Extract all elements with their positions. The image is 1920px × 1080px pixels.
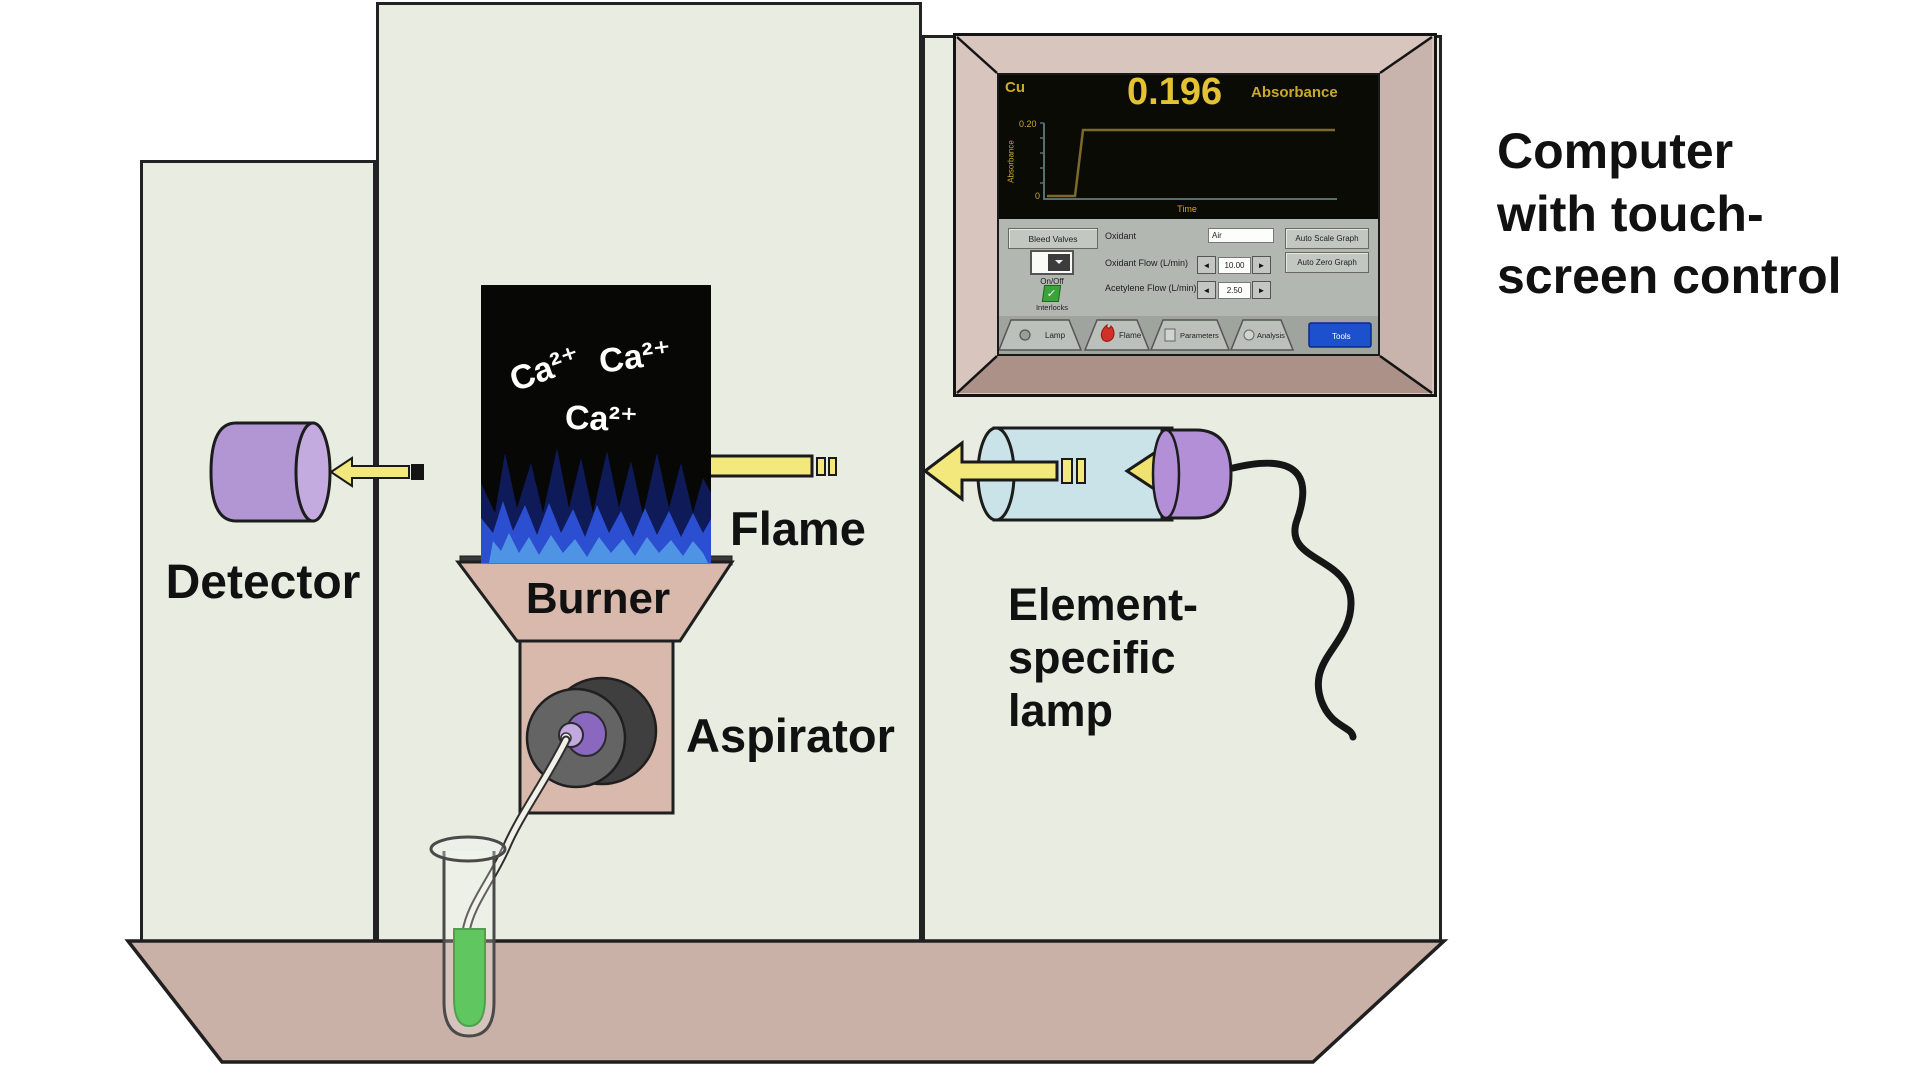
beam-dash-1 bbox=[816, 457, 826, 476]
graph-trace bbox=[1047, 128, 1335, 198]
bleed-valves-button[interactable]: Bleed Valves bbox=[1008, 228, 1098, 249]
flame-tab-icon bbox=[1100, 323, 1115, 342]
tools-button-label: Tools bbox=[1332, 332, 1351, 341]
tab-lamp-label: Lamp bbox=[1045, 331, 1066, 340]
tools-button[interactable] bbox=[1308, 322, 1372, 348]
flame-inner bbox=[489, 533, 708, 563]
oxidant-input[interactable]: Air bbox=[1208, 228, 1274, 243]
oxidant-flow-value[interactable]: 10.00 bbox=[1218, 257, 1251, 274]
sample-liquid bbox=[453, 928, 486, 1028]
calcium-ion-label: Ca²⁺ bbox=[596, 333, 675, 381]
beam-dash-4 bbox=[1076, 458, 1086, 484]
acetylene-flow-decrement[interactable]: ◄ bbox=[1197, 281, 1216, 299]
absorbance-display: Cu 0.196 Absorbance 0.20 0 Absorbance Ti… bbox=[999, 71, 1378, 219]
computer-label: Computer with touch- screen control bbox=[1497, 123, 1842, 304]
aspirator-label: Aspirator bbox=[686, 709, 895, 762]
acetylene-flow-increment[interactable]: ► bbox=[1252, 281, 1271, 299]
lamp-cap bbox=[1160, 428, 1233, 520]
tab-analysis-label: Analysis bbox=[1257, 331, 1285, 340]
tab-lamp[interactable] bbox=[997, 319, 1083, 351]
analysis-tab-icon bbox=[1243, 329, 1255, 341]
screen-tab-bar: Lamp Flame Parameters Analysis Tools bbox=[997, 316, 1378, 354]
flame-label: Flame bbox=[730, 502, 866, 555]
flame-chamber: Ca²⁺ Ca²⁺ Ca²⁺ bbox=[481, 285, 711, 563]
beam-dash-3 bbox=[1061, 458, 1073, 484]
flame-control-panel: Bleed Valves On/Off ✓ Interlocks Oxidant… bbox=[999, 219, 1378, 316]
graph-ticks bbox=[1040, 122, 1044, 184]
oxidant-label: Oxidant bbox=[1105, 231, 1137, 241]
bezel-corner-lines bbox=[956, 36, 1433, 394]
graph-axes bbox=[1043, 123, 1337, 200]
interlocks-label: Interlocks bbox=[1035, 303, 1069, 312]
auto-zero-graph-button[interactable]: Auto Zero Graph bbox=[1285, 252, 1369, 273]
beam-arrow-lamp bbox=[922, 439, 1059, 503]
y-axis-title: Absorbance bbox=[1006, 140, 1016, 183]
oxidant-flow-decrement[interactable]: ◄ bbox=[1197, 256, 1216, 274]
flame-graphic bbox=[481, 448, 711, 563]
onoff-label: On/Off bbox=[1040, 277, 1064, 286]
touch-screen[interactable]: Cu 0.196 Absorbance 0.20 0 Absorbance Ti… bbox=[997, 71, 1380, 356]
oxidant-flow-label: Oxidant Flow (L/min) bbox=[1105, 258, 1189, 268]
detector-cabinet-panel bbox=[140, 160, 376, 943]
bezel-right-shade bbox=[1380, 37, 1432, 393]
auto-scale-graph-button[interactable]: Auto Scale Graph bbox=[1285, 228, 1369, 249]
test-tube bbox=[442, 851, 496, 1038]
tab-parameters-label: Parameters bbox=[1180, 331, 1219, 340]
flame-onoff-toggle[interactable] bbox=[1030, 250, 1074, 275]
interlocks-checkbox[interactable]: ✓ bbox=[1041, 285, 1062, 302]
test-tube-rim bbox=[429, 835, 507, 863]
tab-analysis[interactable] bbox=[1229, 319, 1295, 351]
detector-label: Detector bbox=[165, 556, 361, 609]
detector-body bbox=[209, 421, 315, 523]
lamp-cable bbox=[1229, 459, 1357, 741]
tab-flame-label: Flame bbox=[1119, 331, 1142, 340]
calcium-ion-label: Ca²⁺ bbox=[504, 338, 587, 400]
acetylene-flow-value[interactable]: 2.50 bbox=[1218, 282, 1251, 299]
absorbance-graph bbox=[1040, 122, 1337, 200]
detector-window bbox=[294, 421, 332, 523]
burner-label: Burner bbox=[525, 574, 671, 623]
y-axis-min-label: 0 bbox=[1035, 191, 1041, 201]
beam-dash-2 bbox=[828, 457, 837, 476]
y-axis-max-label: 0.20 bbox=[1019, 119, 1037, 129]
element-symbol: Cu bbox=[1005, 79, 1025, 96]
touchscreen-monitor: Cu 0.196 Absorbance 0.20 0 Absorbance Ti… bbox=[953, 33, 1437, 397]
absorbance-value: 0.196 bbox=[1127, 71, 1223, 113]
parameters-tab-icon bbox=[1164, 328, 1176, 342]
beam-arrow-detector bbox=[329, 456, 410, 488]
tab-flame[interactable] bbox=[1083, 319, 1151, 351]
x-axis-title: Time bbox=[1177, 204, 1197, 214]
tab-parameters[interactable] bbox=[1149, 319, 1231, 351]
absorbance-unit-label: Absorbance bbox=[1251, 84, 1338, 101]
base-platform bbox=[124, 939, 1449, 1064]
lamp-cap-edge bbox=[1151, 428, 1181, 520]
monitor-bezel bbox=[956, 36, 1433, 394]
lamp-tab-icon bbox=[1019, 329, 1031, 341]
acetylene-flow-label: Acetylene Flow (L/min) bbox=[1105, 283, 1197, 293]
toggle-knob[interactable] bbox=[1048, 254, 1070, 271]
beam-arrow-detector-dash bbox=[411, 464, 424, 480]
oxidant-flow-increment[interactable]: ► bbox=[1252, 256, 1271, 274]
bezel-bottom-shade bbox=[957, 356, 1432, 393]
element-specific-lamp-label: Element- specific lamp bbox=[1008, 579, 1199, 737]
